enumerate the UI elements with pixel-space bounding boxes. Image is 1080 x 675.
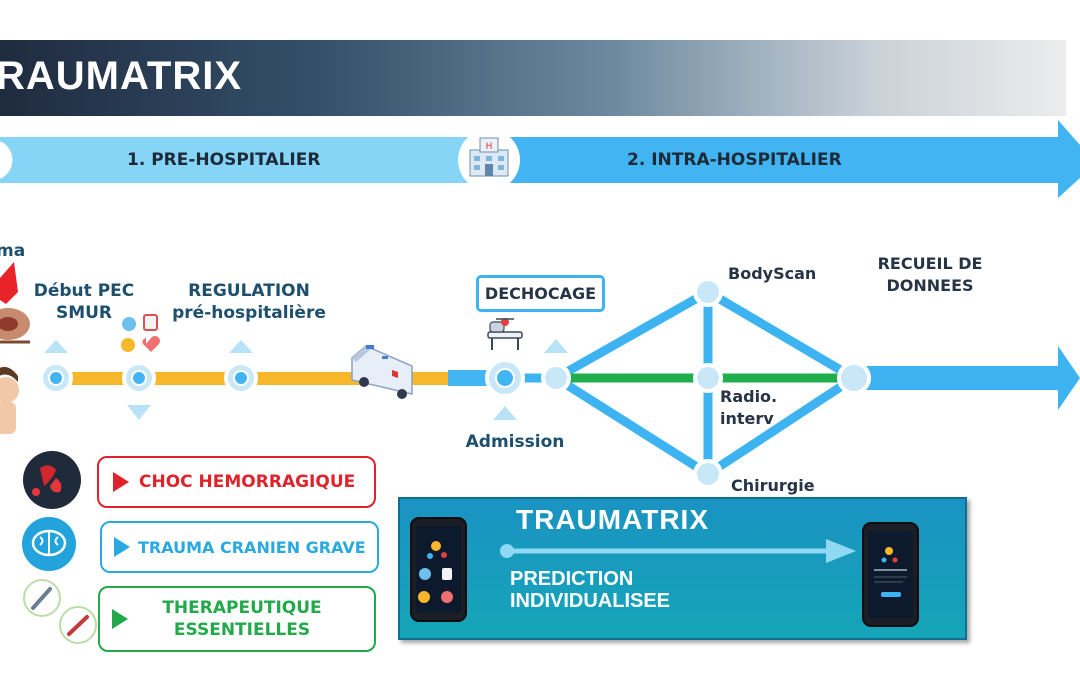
trauma-person-icon	[0, 262, 30, 434]
arrow-right-icon	[500, 539, 856, 563]
radio-label: Radio. interv	[720, 387, 778, 428]
category-therapeutique-label: THERAPEUTIQUE ESSENTIELLES	[162, 598, 322, 640]
pre-hospital-band	[0, 137, 480, 183]
svg-text:H: H	[486, 142, 493, 152]
phone-right-icon	[862, 522, 919, 627]
regulation-label: REGULATION pré-hospitalière	[172, 281, 326, 323]
stretcher-icon	[487, 318, 523, 350]
title-bar	[0, 40, 1066, 116]
hospital-icon: H	[469, 137, 509, 177]
phone-left-icon	[410, 517, 467, 622]
scalpel-icon	[23, 579, 61, 617]
category-therapeutique-box: THERAPEUTIQUE ESSENTIELLES	[98, 586, 376, 652]
prediction-text: PREDICTION INDIVIDUALISEE	[510, 568, 671, 612]
admission-label: Admission	[465, 432, 565, 452]
recueil-label: RECUEIL DE DONNEES	[877, 254, 983, 295]
recueil-arrow	[858, 346, 1080, 410]
category-trauma-label: TRAUMA CRANIEN GRAVE	[138, 537, 366, 557]
page-title: RAUMATRIX	[0, 54, 243, 98]
node-recueil	[837, 361, 871, 395]
phase-intra-label: 2. INTRA-HOSPITALIER	[627, 150, 842, 170]
phase-pre-label: 1. PRE-HOSPITALIER	[127, 150, 321, 170]
category-choc-box: CHOC HEMORRAGIQUE	[97, 456, 376, 508]
node-bodyscan	[693, 277, 723, 307]
debut-pec-label: Début PEC SMUR	[33, 281, 135, 323]
trauma-label: ma	[0, 241, 26, 261]
medical-kit-icons	[121, 314, 160, 352]
node-chirurgie	[693, 459, 723, 489]
play-icon	[113, 472, 129, 492]
marker-up-1	[44, 340, 68, 353]
ambulance-icon	[351, 345, 413, 399]
start-circle-icon	[0, 137, 16, 183]
dechocage-box: DECHOCAGE	[476, 275, 605, 312]
category-trauma-box: TRAUMA CRANIEN GRAVE	[100, 521, 379, 573]
marker-up-4	[544, 339, 568, 353]
chirurgie-label: Chirurgie	[731, 476, 815, 495]
node-dechocage	[541, 363, 571, 393]
syringe-icon	[59, 606, 97, 644]
node-radio	[693, 363, 723, 393]
intra-hospital-arrow	[480, 120, 1080, 198]
dechocage-label: DECHOCAGE	[484, 283, 597, 303]
marker-down-1	[127, 405, 151, 420]
play-icon	[114, 537, 130, 557]
marker-up-3	[493, 406, 517, 420]
blood-drop-icon	[23, 451, 81, 509]
category-choc-label: CHOC HEMORRAGIQUE	[139, 472, 356, 492]
marker-up-2	[229, 340, 253, 353]
prediction-brand: TRAUMATRIX	[516, 504, 710, 535]
play-icon	[112, 609, 128, 629]
bodyscan-label: BodyScan	[728, 264, 817, 283]
brain-icon	[22, 517, 76, 571]
